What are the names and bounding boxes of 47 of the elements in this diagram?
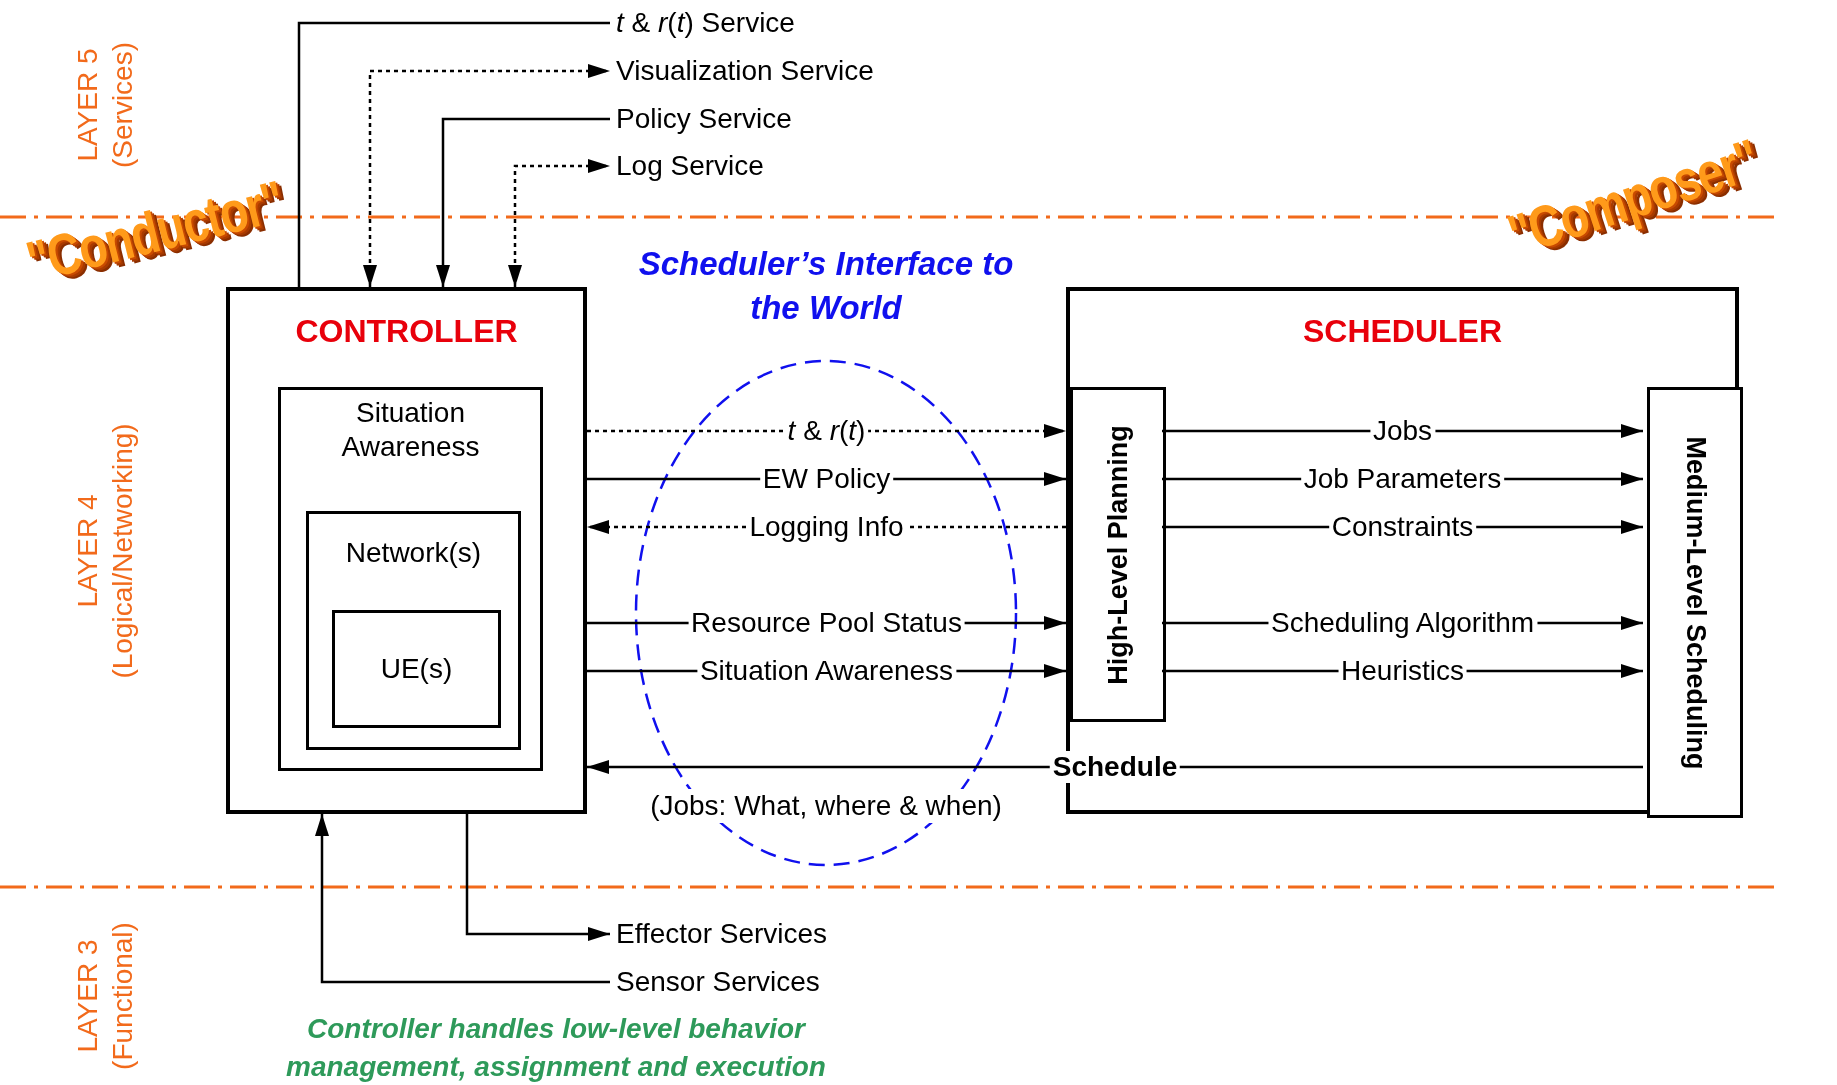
layer-label: (Logical/Networking) (106, 423, 139, 679)
connector-line (297, 21, 610, 287)
arrow (587, 616, 1066, 630)
box-label: UE(s) (379, 652, 454, 686)
layer-label: (Functional) (106, 922, 139, 1070)
arrow (587, 760, 1643, 774)
service-label: Effector Services (616, 915, 828, 953)
arrow (1162, 664, 1643, 678)
block-title: CONTROLLER (294, 313, 519, 350)
arrow (1162, 520, 1643, 534)
nested-box (332, 610, 501, 728)
dashed-arrow (508, 159, 610, 287)
layer-label: LAYER 4 (71, 494, 104, 608)
block-title: SCHEDULER (1301, 313, 1504, 350)
arrow (1162, 616, 1643, 630)
box-label: Medium-Level Scheduling (1679, 436, 1711, 769)
arrow (1162, 424, 1643, 438)
box-label: High-Level Planning (1102, 424, 1134, 685)
dashed-arrow (587, 424, 1066, 438)
nested-box (306, 511, 521, 750)
service-label: Sensor Services (616, 963, 820, 1001)
process-box (1647, 387, 1743, 818)
service-label: t & r(t) Service (616, 4, 795, 42)
nested-box (278, 387, 543, 771)
arrow (315, 814, 610, 984)
note-text: Controller handles low-level behavior management, assignment and execution (285, 1012, 827, 1084)
arrow (436, 117, 610, 287)
block-box (226, 287, 587, 814)
layer-label: (Services) (106, 42, 139, 168)
layer-label: LAYER 3 (71, 939, 104, 1053)
arrow (1162, 472, 1643, 486)
word-art-caption: "Conductor" (20, 167, 290, 295)
edge-label: Schedule (1049, 751, 1181, 783)
arrow (587, 472, 1066, 486)
service-label: Log Service (616, 147, 764, 185)
box-label: Network(s) (344, 536, 483, 570)
edge-note: (Jobs: What, where & when) (650, 789, 1002, 823)
arrow (587, 664, 1066, 678)
dashed-arrow (363, 64, 610, 287)
dashed-arrow (587, 520, 1066, 534)
process-box (1070, 387, 1166, 722)
interface-heading: Scheduler’s Interface to the World (637, 244, 1015, 328)
service-label: Policy Service (616, 100, 792, 138)
box-label: Situation Awareness (340, 396, 481, 464)
service-label: Visualization Service (616, 52, 874, 90)
layer-label: LAYER 5 (71, 48, 104, 162)
arrow (465, 814, 610, 941)
